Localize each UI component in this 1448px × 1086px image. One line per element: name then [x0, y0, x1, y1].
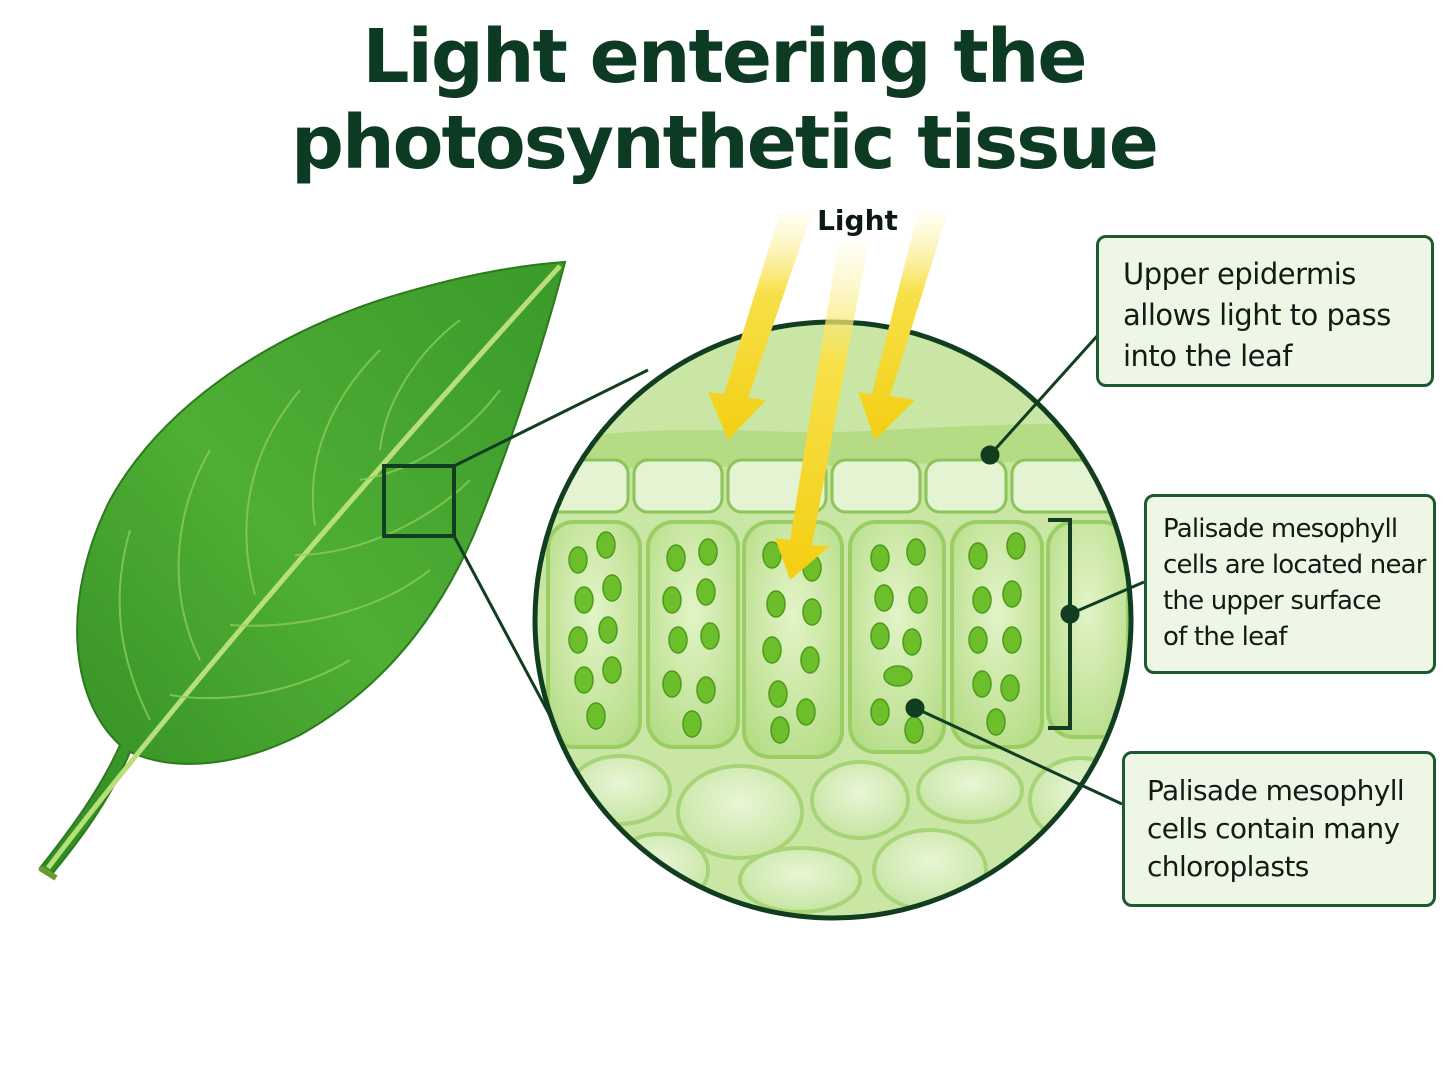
magnify-box — [382, 464, 456, 538]
callout-chloroplasts: Palisade mesophyll cells contain many ch… — [1122, 751, 1436, 907]
leader-lines — [905, 333, 1145, 806]
palisade-mesophyll-layer — [546, 520, 1130, 759]
upper-epidermis — [538, 458, 1124, 514]
chloroplasts — [568, 531, 1026, 744]
callout-line: into the leaf — [1123, 339, 1292, 373]
callout-line: Upper epidermis — [1123, 257, 1356, 291]
callout-line: Palisade mesophyll — [1147, 774, 1405, 807]
callout-line: chloroplasts — [1147, 850, 1309, 883]
leaf-illustration — [38, 260, 567, 881]
title-line-1: Light entering the — [362, 14, 1087, 100]
light-beams — [708, 212, 948, 580]
palisade-bracket — [1048, 518, 1072, 730]
diagram-title: Light entering the photosynthetic tissue — [0, 14, 1448, 186]
callout-palisade-location: Palisade mesophyll cells are located nea… — [1144, 494, 1436, 674]
callout-line: Palisade mesophyll — [1163, 514, 1398, 544]
callout-line: of the leaf — [1163, 622, 1288, 652]
callout-line: allows light to pass — [1123, 298, 1391, 332]
callout-upper-epidermis: Upper epidermis allows light to pass int… — [1096, 235, 1434, 387]
callout-line: cells contain many — [1147, 812, 1400, 845]
light-label: Light — [817, 204, 898, 237]
callout-line: the upper surface — [1163, 586, 1382, 616]
callout-line: cells are located near — [1163, 550, 1426, 580]
title-line-2: photosynthetic tissue — [291, 100, 1159, 186]
